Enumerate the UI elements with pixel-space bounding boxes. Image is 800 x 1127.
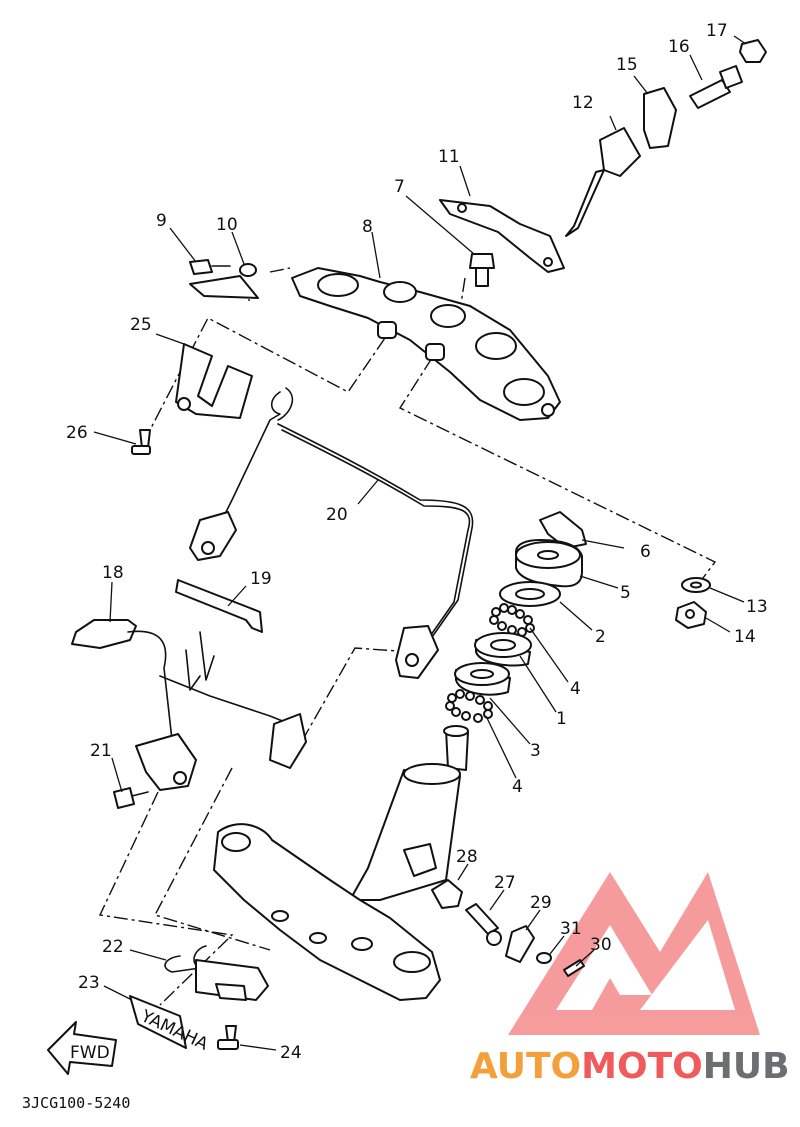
callout-labels: 1 2 3 4 4 5 6 7 8 9 10 11 12 13 14 15 16… xyxy=(66,21,768,1063)
washer-part-10 xyxy=(189,263,259,299)
washer-part-31 xyxy=(536,952,552,964)
callout-20: 20 xyxy=(326,505,348,525)
callout-18: 18 xyxy=(102,563,124,583)
clip-part-22 xyxy=(164,945,207,973)
callout-17: 17 xyxy=(706,21,728,41)
washer-part-13 xyxy=(681,577,711,593)
callout-16: 16 xyxy=(668,37,690,57)
callout-22: 22 xyxy=(102,937,124,957)
bushing-part-28 xyxy=(431,879,463,909)
callout-13: 13 xyxy=(746,597,768,617)
watermark-hub: HUB xyxy=(703,1046,790,1087)
emblem-bracket xyxy=(195,959,269,1001)
upper-bracket-part-8 xyxy=(291,267,561,421)
diagram-code: 3JCG100-5240 xyxy=(22,1094,130,1112)
balls-part-4-lower xyxy=(445,689,493,723)
clamp-part-15 xyxy=(643,87,677,149)
nut-part-14 xyxy=(675,601,707,629)
callout-23: 23 xyxy=(78,973,100,993)
callout-2: 2 xyxy=(595,627,606,647)
pin-part-27 xyxy=(465,903,502,946)
emblem-part-23: YAMAHA xyxy=(129,995,211,1055)
cover-part-5 xyxy=(515,539,583,588)
callout-27: 27 xyxy=(494,873,516,893)
plate-part-29 xyxy=(505,925,535,963)
callout-5: 5 xyxy=(620,583,631,603)
hose-part-20 xyxy=(189,387,474,679)
callout-15: 15 xyxy=(616,55,638,75)
callout-7: 7 xyxy=(394,177,405,197)
watermark-moto: MOTO xyxy=(581,1046,703,1087)
screw-part-26 xyxy=(131,429,151,455)
lower-bracket-stem xyxy=(213,725,469,1001)
callout-10: 10 xyxy=(216,215,238,235)
svg-text:AUTOMOTOHUB: AUTOMOTOHUB xyxy=(470,1046,790,1087)
callout-3: 3 xyxy=(530,741,541,761)
callout-30: 30 xyxy=(590,935,612,955)
callout-29: 29 xyxy=(530,893,552,913)
race-part-2 xyxy=(499,581,561,607)
leader-lines xyxy=(93,35,747,1051)
shaft-part-12 xyxy=(565,127,641,237)
stay-part-18 xyxy=(71,619,307,791)
bolt-part-9 xyxy=(189,259,231,275)
callout-19: 19 xyxy=(250,569,272,589)
plate-part-11 xyxy=(439,199,565,273)
fwd-arrow-icon: FWD xyxy=(47,1021,117,1075)
race-part-lower xyxy=(454,662,511,696)
watermark-text: AUTOMOTOHUB xyxy=(470,1046,790,1087)
nut-part-17 xyxy=(739,39,767,63)
callout-8: 8 xyxy=(362,217,373,237)
callout-28: 28 xyxy=(456,847,478,867)
callout-26: 26 xyxy=(66,423,88,443)
callout-6: 6 xyxy=(640,542,651,562)
callout-24: 24 xyxy=(280,1043,302,1063)
callout-12: 12 xyxy=(572,93,594,113)
band-part-19 xyxy=(175,579,263,633)
watermark-logo xyxy=(508,872,760,1035)
fwd-label: FWD xyxy=(70,1043,110,1063)
callout-21: 21 xyxy=(90,741,112,761)
bracket-part-25 xyxy=(175,343,253,419)
callout-25: 25 xyxy=(130,315,152,335)
bolt-part-21 xyxy=(113,787,149,809)
callout-14: 14 xyxy=(734,627,756,647)
balls-part-4-upper xyxy=(489,603,535,637)
callout-4-lower: 4 xyxy=(512,777,523,797)
ring-nut-part-6 xyxy=(539,511,587,549)
race-part-1 xyxy=(474,632,532,667)
callout-9: 9 xyxy=(156,211,167,231)
callout-4-upper: 4 xyxy=(570,679,581,699)
callout-11: 11 xyxy=(438,147,460,167)
screw-part-24 xyxy=(217,1025,239,1050)
bolt-part-16 xyxy=(689,65,743,109)
watermark-auto: AUTO xyxy=(470,1046,581,1087)
bolt-part-7 xyxy=(469,253,495,287)
callout-31: 31 xyxy=(560,919,582,939)
callout-1: 1 xyxy=(556,709,567,729)
